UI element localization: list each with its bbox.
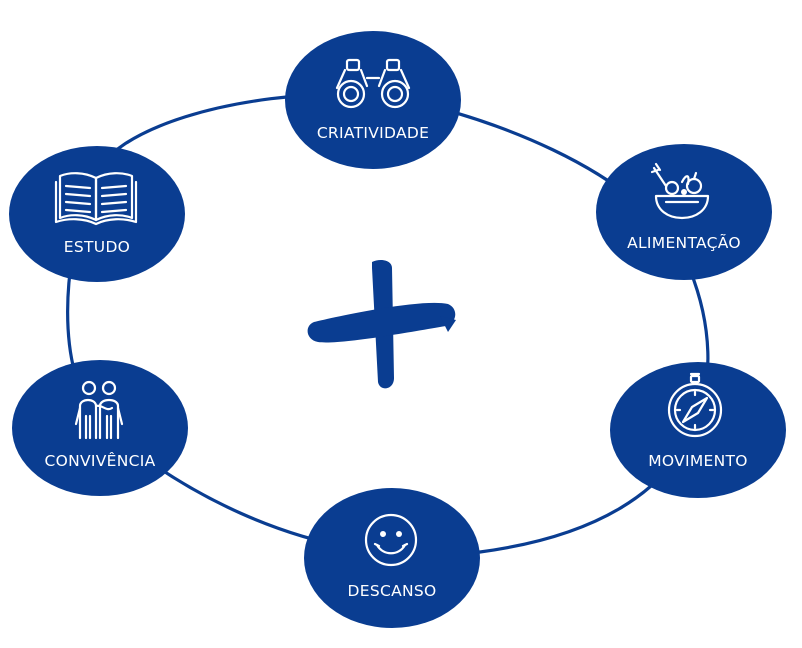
open-book-icon [54,172,138,226]
node-label-descanso: DESCANSO [347,582,436,600]
food-bowl-icon [650,162,710,220]
node-descanso: DESCANSO [304,488,480,628]
smiley-icon [364,513,418,567]
node-label-movimento: MOVIMENTO [648,452,748,470]
center-plus-symbol [307,260,456,389]
compass-icon [667,372,723,438]
node-label-alimentacao: ALIMENTAÇÃO [627,233,741,252]
node-convivencia: CONVIVÊNCIA [12,360,188,496]
node-label-criatividade: CRIATIVIDADE [317,124,429,142]
node-estudo: ESTUDO [9,146,185,282]
node-alimentacao: ALIMENTAÇÃO [596,144,772,280]
people-hugging-icon [74,380,124,440]
node-criatividade: CRIATIVIDADE [285,31,461,169]
node-label-estudo: ESTUDO [64,238,130,256]
node-label-convivencia: CONVIVÊNCIA [44,451,155,470]
binoculars-icon [335,58,411,109]
node-movimento: MOVIMENTO [610,362,786,498]
